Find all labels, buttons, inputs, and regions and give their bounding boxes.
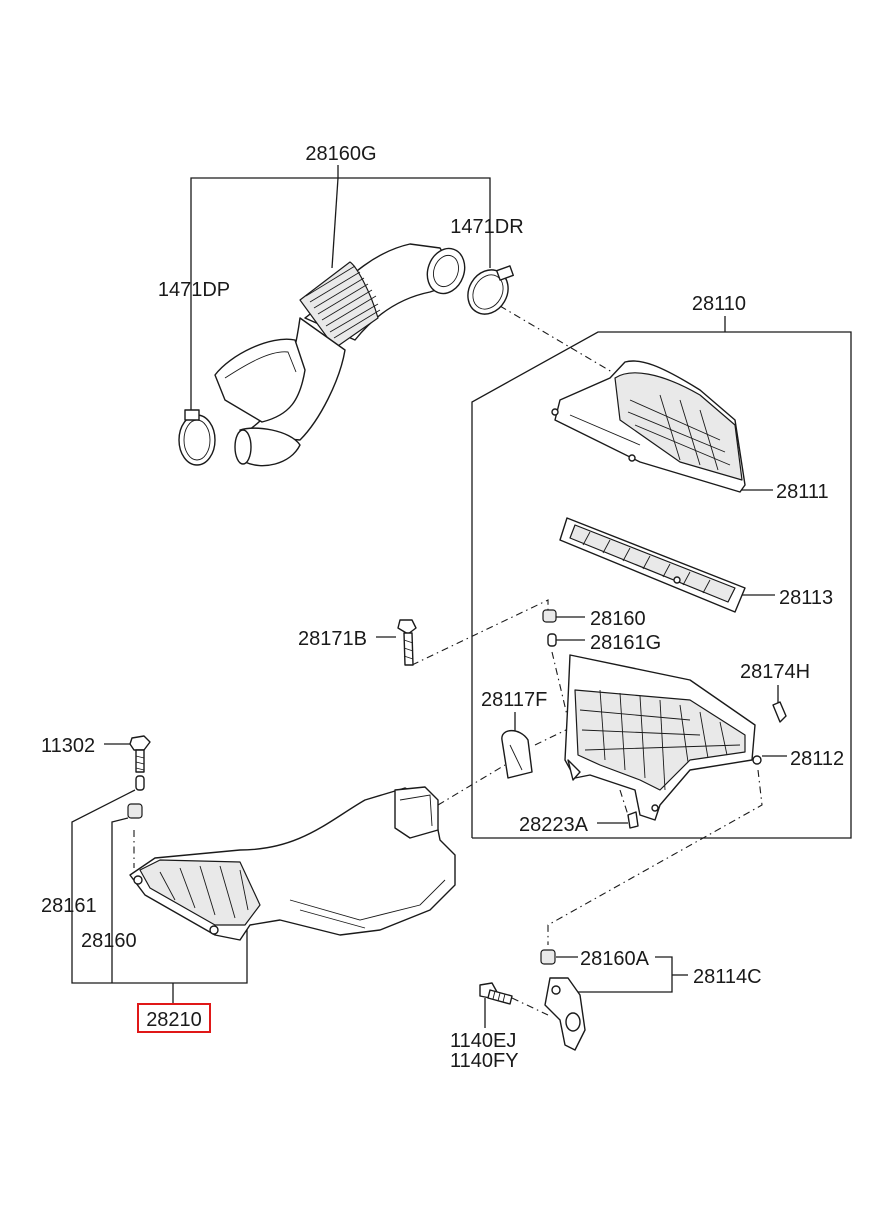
- highlight-box: [137, 1003, 211, 1033]
- label-28161G: 28161G: [590, 632, 661, 654]
- label-1140EJ: 1140EJ: [450, 1030, 516, 1052]
- intake-hose: [214, 243, 466, 467]
- label-1471DP: 1471DP: [158, 279, 230, 301]
- small-parts-box: [501, 609, 787, 829]
- label-28114C: 28114C: [693, 966, 762, 988]
- label-1140FY: 1140FY: [450, 1050, 519, 1072]
- label-28160-top: 28160: [590, 608, 646, 630]
- bolt-28171b: [397, 619, 417, 666]
- air-cleaner-body: [564, 654, 756, 821]
- part-labels: 28160G 1471DR 1471DP 28110 28111 28113 2…: [41, 143, 844, 1072]
- label-28160G: 28160G: [305, 143, 376, 165]
- clamp-1471dr: [467, 265, 514, 315]
- air-cleaner-cover: [551, 360, 746, 493]
- bracket-28114c: [479, 949, 586, 1051]
- label-1471DR: 1471DR: [450, 216, 523, 238]
- label-28113: 28113: [779, 587, 833, 609]
- leader-lines: [71, 165, 852, 1028]
- filter-element: [559, 517, 746, 613]
- label-28223A: 28223A: [519, 814, 589, 836]
- label-28117F: 28117F: [481, 689, 547, 711]
- label-28110: 28110: [692, 293, 746, 315]
- label-28171B: 28171B: [298, 628, 367, 650]
- label-28160A: 28160A: [580, 948, 650, 970]
- label-28112: 28112: [790, 748, 844, 770]
- label-28111: 28111: [776, 481, 829, 503]
- label-28174H: 28174H: [740, 661, 810, 683]
- label-11302: 11302: [41, 735, 95, 757]
- label-28161: 28161: [41, 895, 97, 917]
- label-28210: 28210: [146, 1009, 202, 1031]
- small-parts-left: [127, 735, 151, 819]
- air-duct: [129, 786, 456, 941]
- label-28160-left: 28160: [81, 930, 137, 952]
- clamp-1471dp: [178, 409, 216, 466]
